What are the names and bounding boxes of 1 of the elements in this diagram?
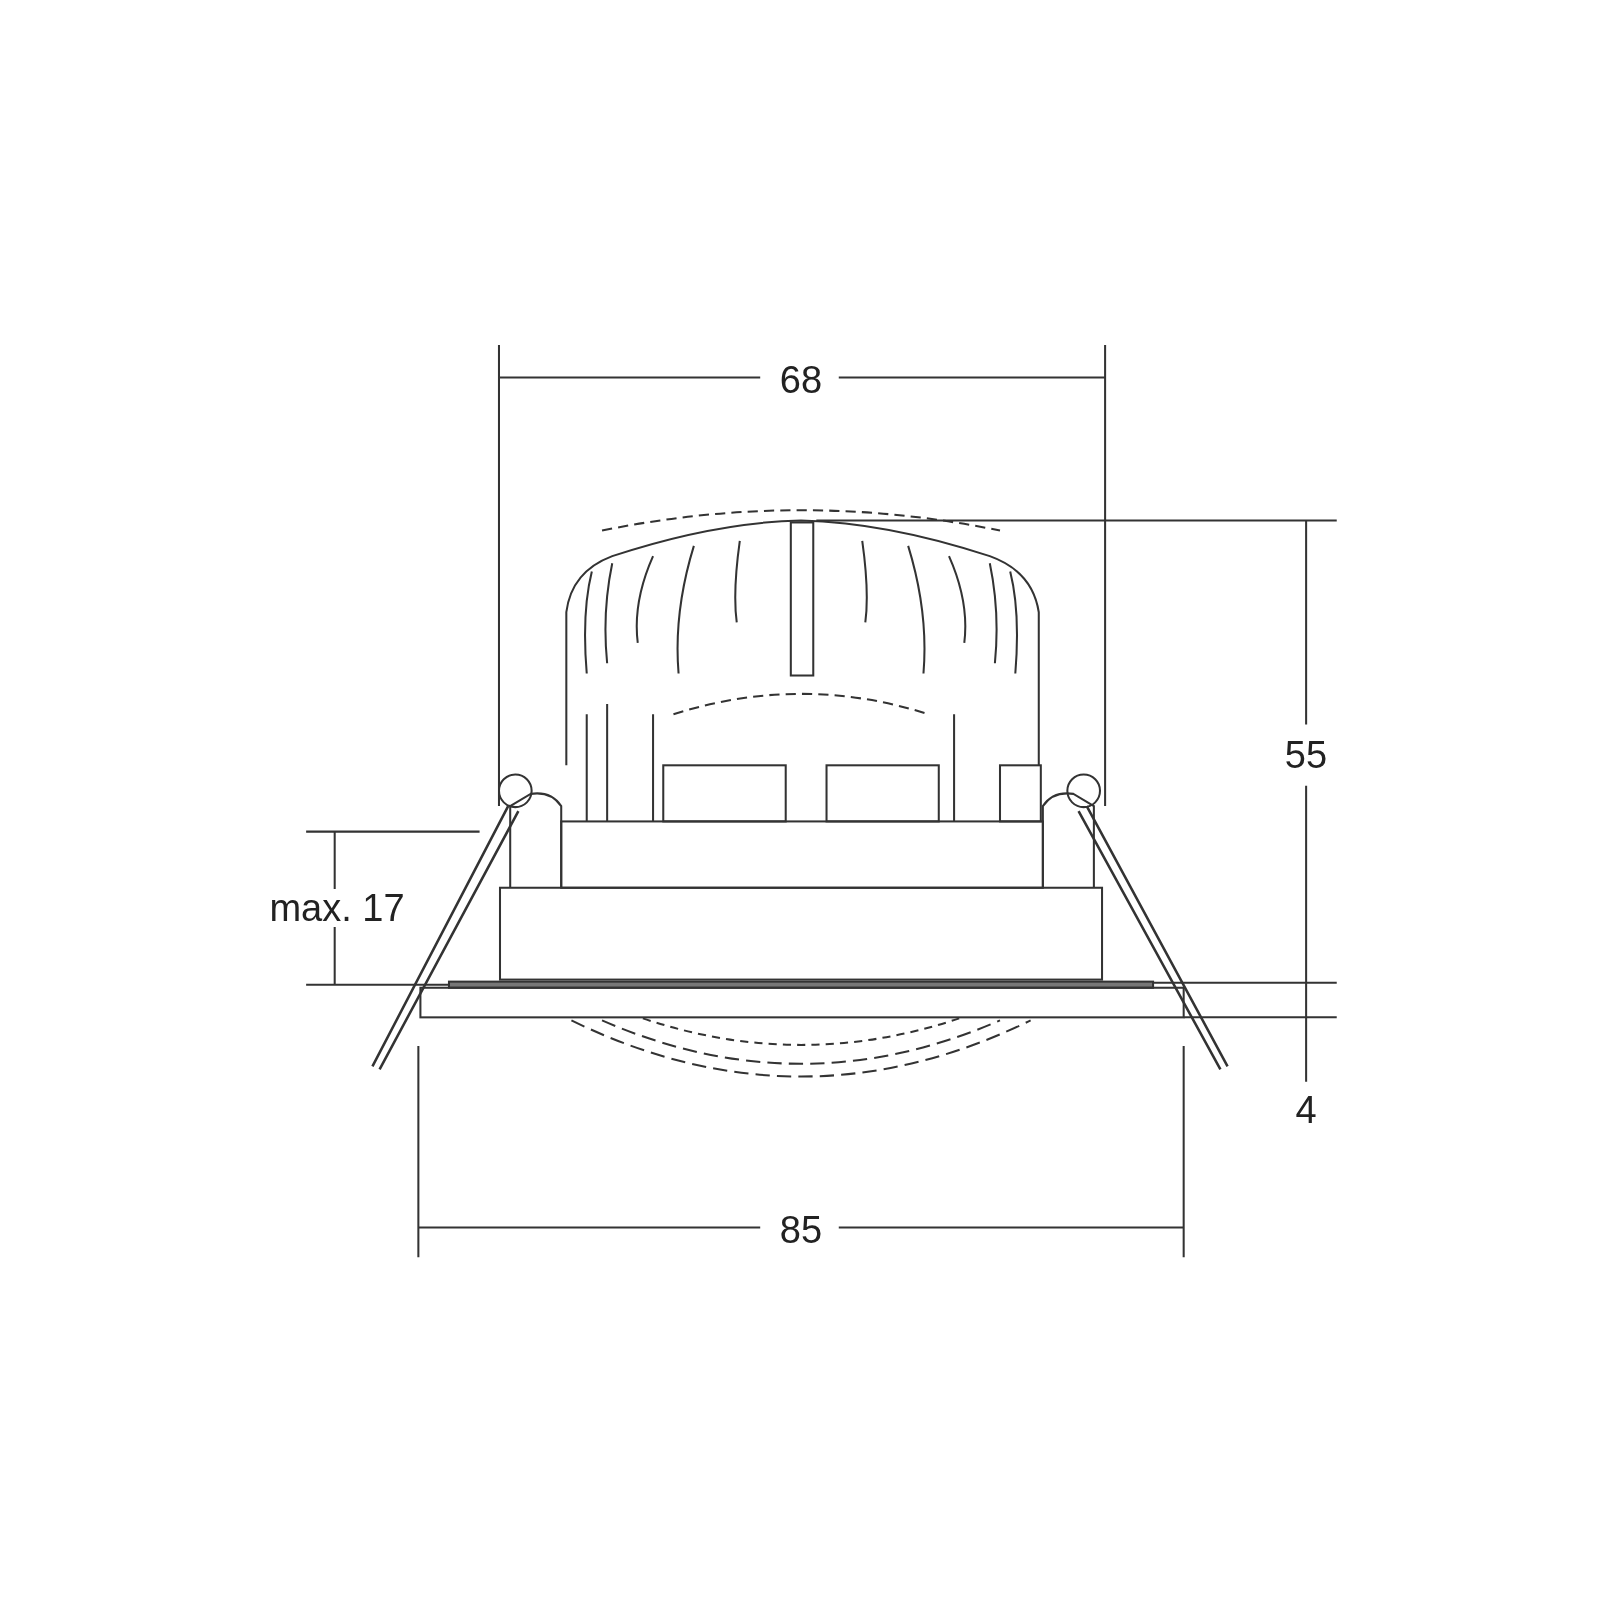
dimension-label: max. 17 (269, 889, 405, 927)
